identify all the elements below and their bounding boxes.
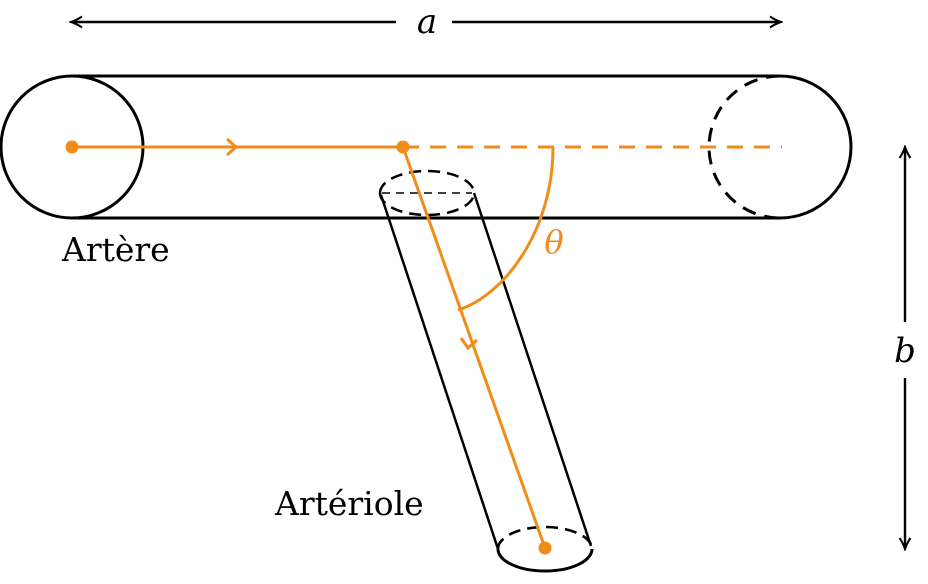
arteriole-bottom-ellipse-front (496, 548, 594, 573)
artery-start-point (65, 140, 79, 154)
arteriole-right-edge (472, 192, 593, 547)
arteriole-top-ellipse-back (378, 169, 476, 194)
arteriole-top-ellipse-front (378, 192, 476, 217)
arteriole-cylinder (378, 169, 594, 573)
dimension-a-label: a (417, 2, 437, 42)
dimension-a: a (72, 2, 780, 42)
arteriole-flow-arrow (459, 337, 478, 351)
artery-flow-arrow (226, 137, 239, 157)
angle-theta-arc (457, 146, 555, 312)
angle-theta-label: θ (544, 223, 563, 261)
dimension-b: b (894, 148, 916, 548)
flow-path (65, 137, 782, 555)
artery-right-hidden-end (707, 74, 781, 220)
arteriole-left-edge (379, 194, 500, 550)
arteriole-bottom-ellipse-back (496, 525, 594, 550)
artery-label: Artère (61, 230, 170, 269)
arteriole-end-point (538, 541, 552, 555)
arteriole-label: Artériole (274, 484, 424, 523)
dimension-b-label: b (894, 331, 916, 371)
arteriole-flow-line (401, 146, 547, 549)
artery-right-cap (779, 74, 853, 220)
branch-point (396, 140, 410, 154)
